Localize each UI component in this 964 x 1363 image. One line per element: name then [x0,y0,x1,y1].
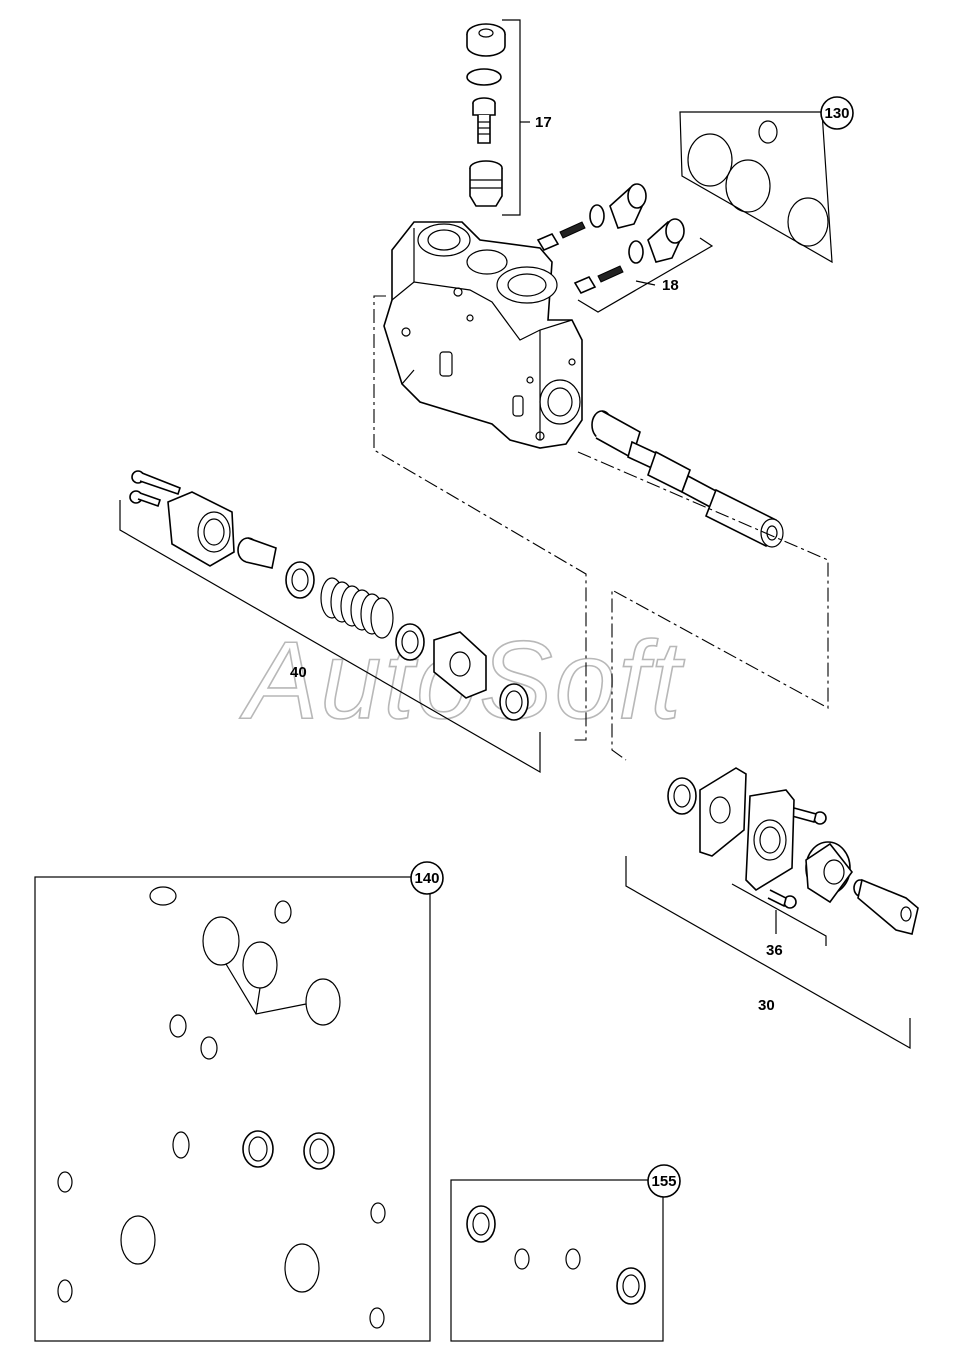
valve-body [383,221,583,449]
label-30: 30 [758,997,775,1014]
svg-text:155: 155 [651,1173,676,1190]
part-group-17 [466,19,530,216]
label-36: 36 [766,942,783,959]
assembly-lines [373,295,829,761]
part-140-seal-kit [34,876,431,1342]
label-17: 17 [535,114,552,131]
callout-140: 140 [410,861,444,895]
svg-text:130: 130 [824,105,849,122]
part-155-seal-kit [450,1179,664,1342]
svg-text:140: 140 [414,870,439,887]
label-18: 18 [662,277,679,294]
part-group-40 [119,470,541,774]
spool [591,410,784,548]
part-group-18 [536,183,714,313]
part-group-36 [731,789,827,946]
part-130-gasket [679,111,833,264]
callout-155: 155 [647,1164,681,1198]
callout-130: 130 [820,96,854,130]
part-group-30 [625,767,919,1050]
label-40: 40 [290,664,307,681]
